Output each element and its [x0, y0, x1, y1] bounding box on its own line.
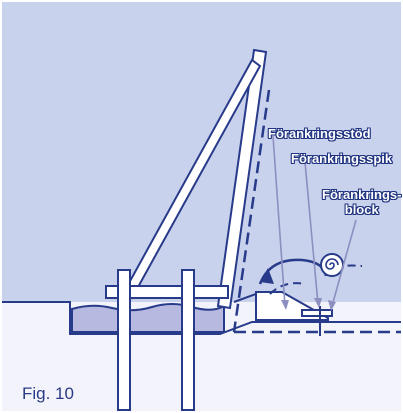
post-right [181, 269, 195, 411]
pointer-spike [304, 161, 319, 305]
pointer-block [331, 219, 357, 307]
water-area [71, 303, 225, 333]
post-left [117, 269, 131, 411]
label-anchor-spike: Förankringsspik [291, 151, 393, 166]
pointer-support-head [281, 300, 289, 310]
dashed-ramp-position [232, 89, 271, 333]
pointer-spike-head [314, 298, 322, 308]
label-anchor-support: Förankringsstöd [268, 126, 371, 141]
deck-beam [105, 285, 229, 299]
spiral-icon [325, 258, 339, 270]
figure-caption: Fig. 10 [22, 384, 74, 403]
swivel-icon [320, 253, 344, 277]
label-anchor-block: Förankrings- block [322, 187, 402, 217]
rotation-arrow-head [260, 268, 274, 284]
shore-line [2, 301, 401, 335]
dashed-arc-lower [269, 282, 307, 295]
hinge-line [233, 293, 257, 303]
ramp-board [216, 48, 268, 310]
pointer-block-head [328, 300, 336, 311]
anchor-plate [301, 309, 333, 317]
pointer-support [272, 135, 286, 307]
